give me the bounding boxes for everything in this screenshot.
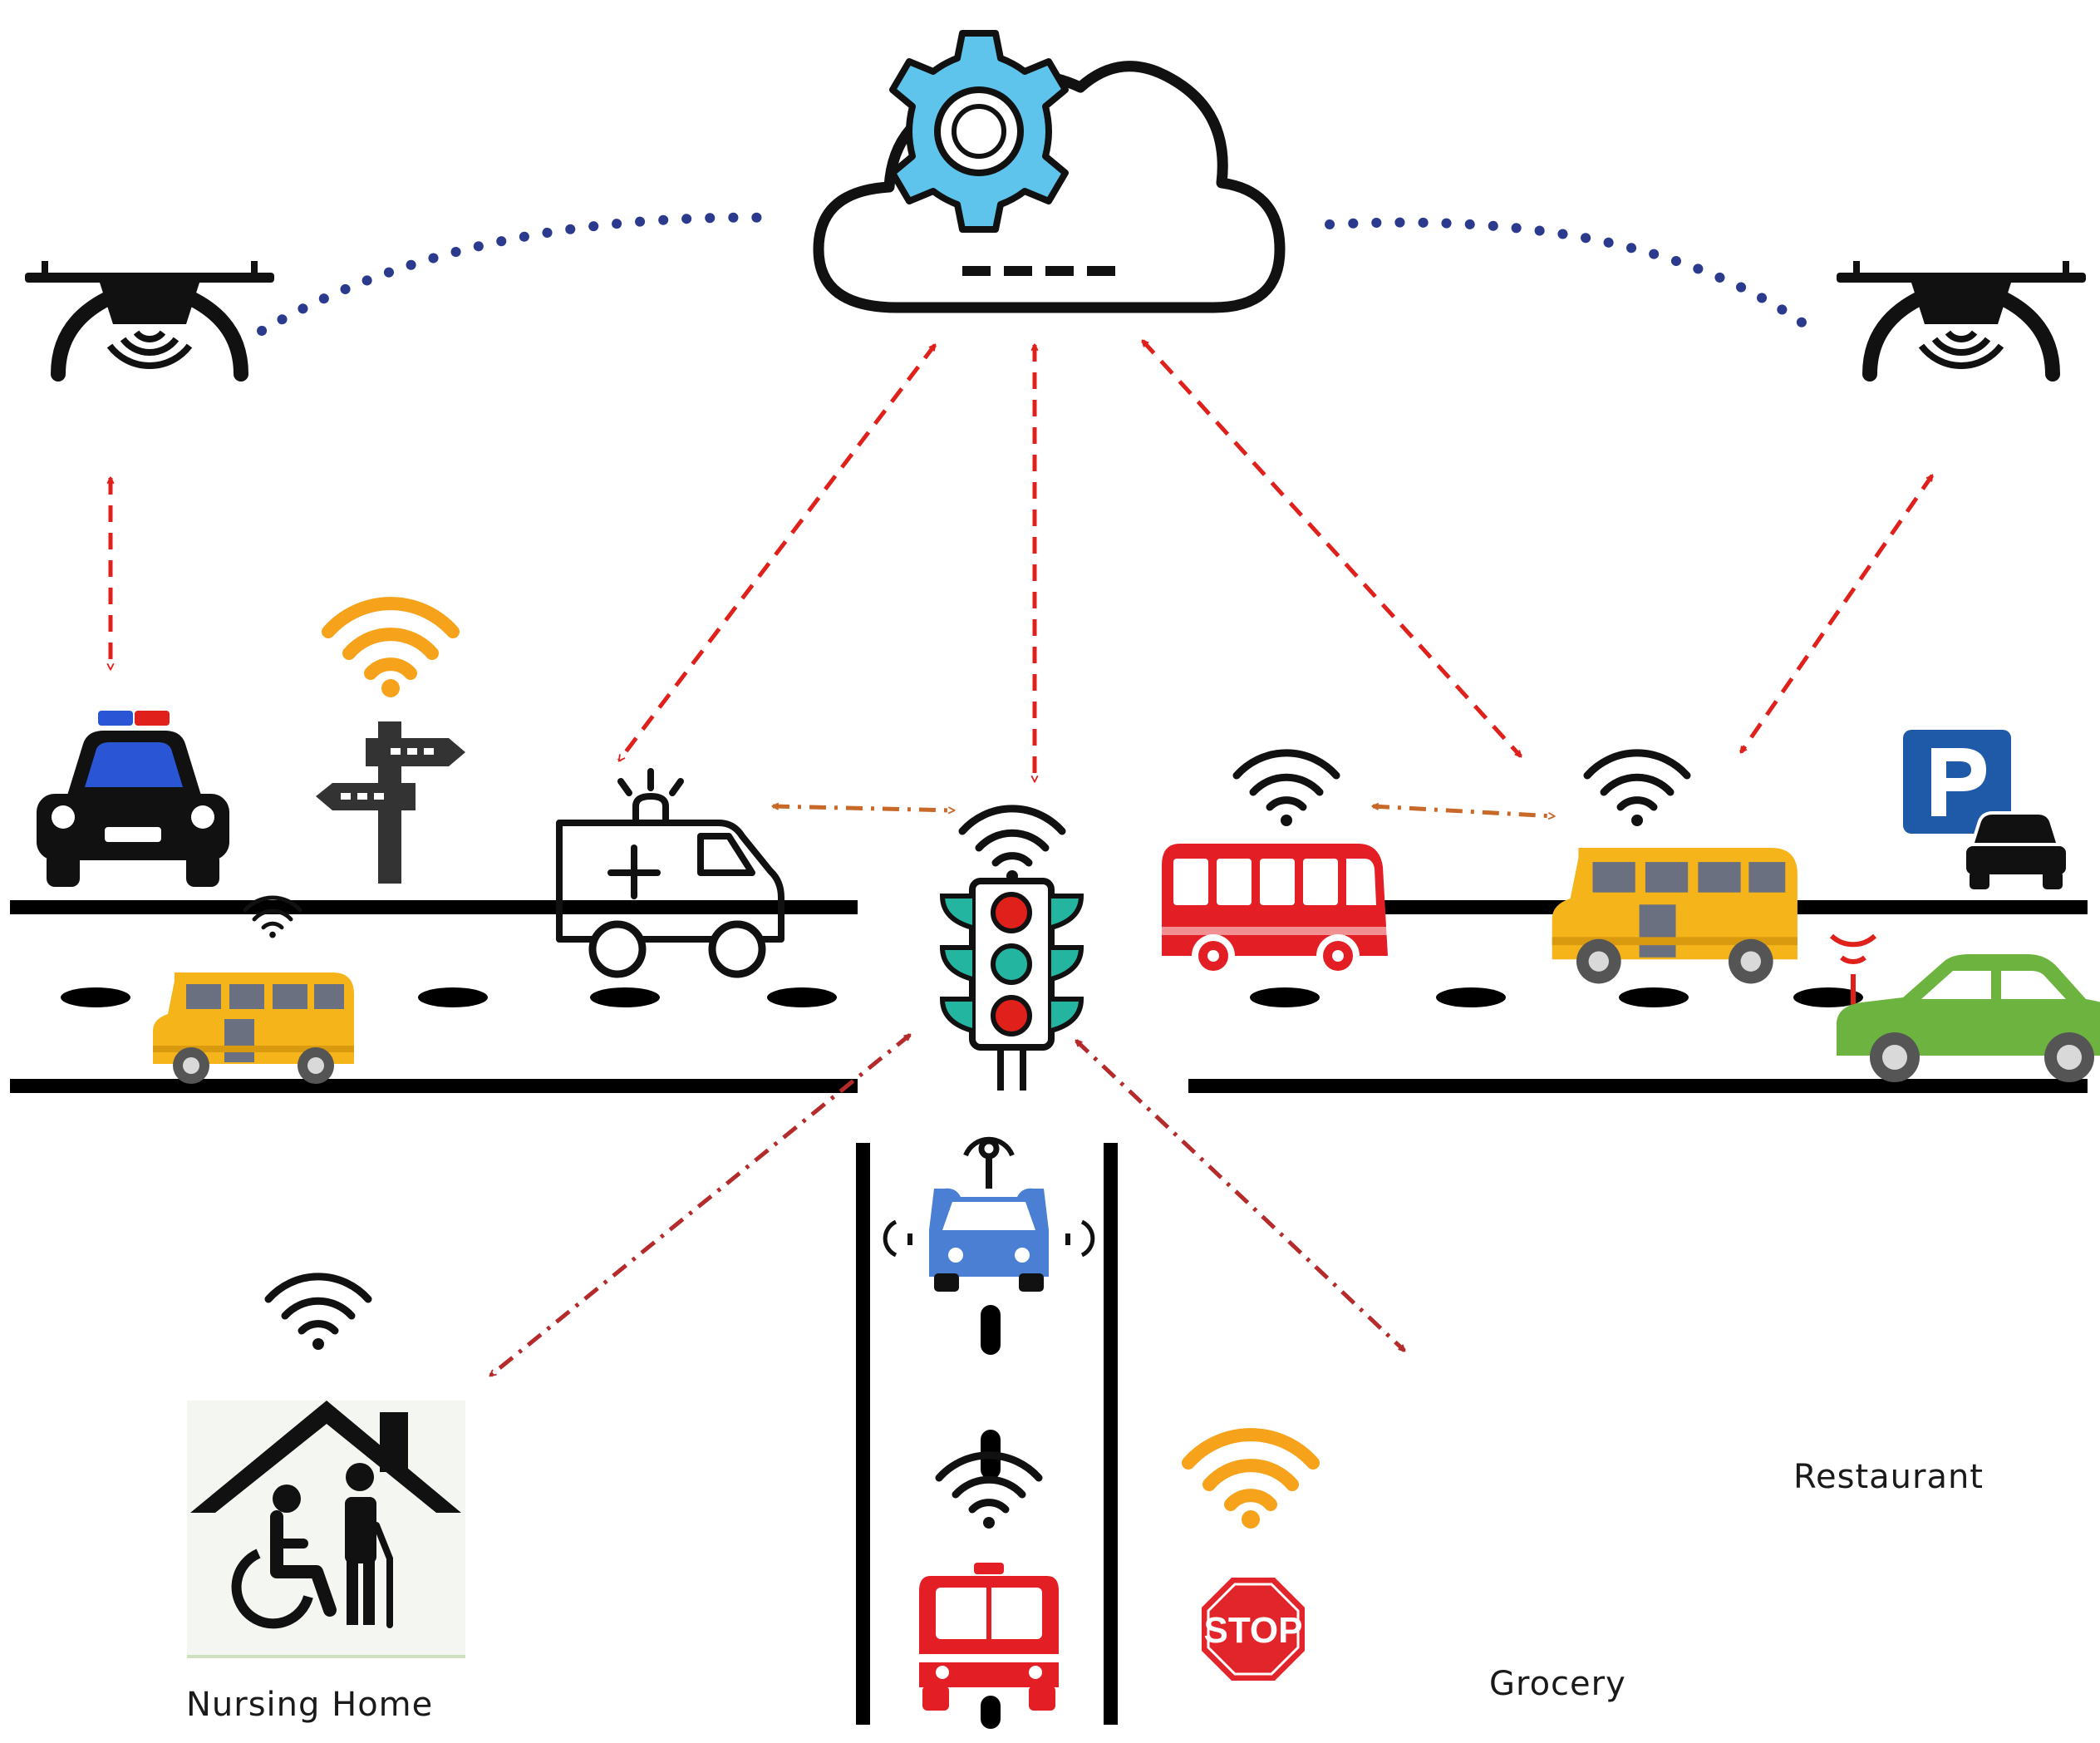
school-bus-right-wifi bbox=[1587, 753, 1687, 826]
traffic-light-wifi-icon bbox=[962, 809, 1062, 882]
nursing-home-wifi bbox=[268, 1277, 368, 1350]
bus-icon bbox=[1162, 844, 1388, 977]
drone-cloud-link-left bbox=[257, 212, 782, 336]
drone-right bbox=[1837, 261, 2086, 374]
car-icon bbox=[1829, 933, 2100, 1082]
stop-sign-text: STOP bbox=[1203, 1610, 1302, 1651]
main-road bbox=[10, 900, 2088, 1093]
signpost-wifi-icon bbox=[328, 603, 453, 697]
v2i-links bbox=[111, 341, 1935, 781]
traffic-light-icon bbox=[939, 878, 1084, 1091]
restaurant-label: Restaurant bbox=[1793, 1458, 1984, 1496]
drone-left bbox=[25, 261, 274, 374]
v2v-links bbox=[773, 806, 1554, 816]
bus-front-icon bbox=[919, 1563, 1059, 1711]
stop-sign-icon: STOP bbox=[1202, 1578, 1305, 1681]
ambulance-icon bbox=[556, 768, 784, 978]
signpost-icon bbox=[316, 721, 465, 884]
i2x-links bbox=[490, 1033, 1404, 1377]
cloud-gear-icon bbox=[813, 30, 1286, 313]
nursing-home-label: Nursing Home bbox=[186, 1686, 434, 1724]
drone-cloud-link-right bbox=[1325, 217, 1821, 337]
police-car-icon bbox=[37, 711, 229, 887]
bus-wifi-icon bbox=[1237, 753, 1336, 826]
nursing-home-icon bbox=[187, 1401, 465, 1658]
grocery-label: Grocery bbox=[1489, 1665, 1626, 1703]
autonomous-car-icon bbox=[883, 1136, 1095, 1292]
school-bus-icon bbox=[153, 972, 354, 1084]
parking-sign-icon bbox=[1903, 730, 2069, 889]
school-bus-right-icon bbox=[1552, 848, 1798, 984]
stop-sign-wifi-icon bbox=[1188, 1435, 1313, 1529]
